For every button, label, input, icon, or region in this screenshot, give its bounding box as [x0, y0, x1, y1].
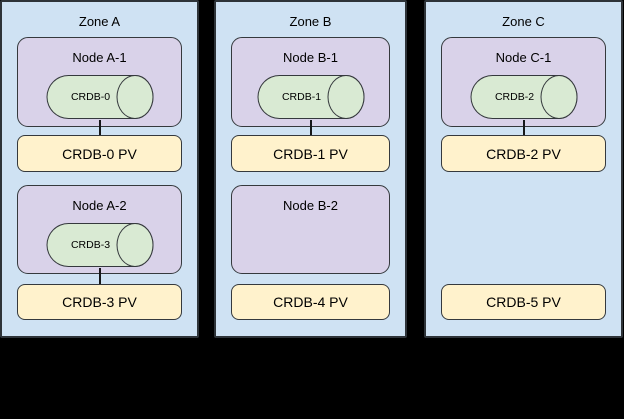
zone-a: Zone A Node A-1 CRDB-0 CRDB-0 PV Node A-…	[0, 0, 199, 338]
node-b-1-title: Node B-1	[283, 50, 338, 65]
pv-crdb-2: CRDB-2 PV	[441, 135, 606, 172]
node-a-1-title: Node A-1	[72, 50, 127, 65]
cylinder-end-ellipse	[540, 75, 577, 119]
cylinder-crdb-0: CRDB-0	[46, 75, 153, 119]
connector-node-c1-to-pv	[522, 120, 525, 136]
zone-b: Zone B Node B-1 CRDB-1 CRDB-1 PV Node B-…	[214, 0, 407, 338]
connector-node-a2-to-pv	[98, 268, 101, 285]
node-a-2: Node A-2 CRDB-3	[17, 185, 182, 274]
cylinder-crdb-3: CRDB-3	[46, 223, 153, 267]
connector-node-a1-to-pv	[98, 120, 101, 136]
node-a-1: Node A-1 CRDB-0	[17, 37, 182, 127]
pv-crdb-0: CRDB-0 PV	[17, 135, 182, 172]
cylinder-crdb-2-label: CRDB-2	[494, 91, 535, 103]
node-b-2-title: Node B-2	[283, 198, 338, 213]
cylinder-end-ellipse	[116, 75, 153, 119]
zone-c: Zone C Node C-1 CRDB-2 CRDB-2 PV CRDB-5 …	[424, 0, 623, 338]
node-b-1: Node B-1 CRDB-1	[231, 37, 390, 127]
cylinder-crdb-3-label: CRDB-3	[70, 239, 111, 251]
zone-c-title: Zone C	[502, 14, 545, 29]
pv-crdb-4: CRDB-4 PV	[231, 284, 390, 320]
node-c-1-title: Node C-1	[495, 50, 552, 65]
connector-node-b1-to-pv	[309, 120, 312, 136]
pv-crdb-3: CRDB-3 PV	[17, 284, 182, 320]
cylinder-end-ellipse	[327, 75, 364, 119]
node-b-2: Node B-2	[231, 185, 390, 274]
cylinder-crdb-0-label: CRDB-0	[70, 91, 111, 103]
zone-b-title: Zone B	[289, 14, 332, 29]
cylinder-crdb-1: CRDB-1	[257, 75, 364, 119]
cylinder-end-ellipse	[116, 223, 153, 267]
cylinder-crdb-1-label: CRDB-1	[281, 91, 322, 103]
pv-crdb-5: CRDB-5 PV	[441, 284, 606, 320]
cylinder-crdb-2: CRDB-2	[470, 75, 577, 119]
zone-a-title: Zone A	[78, 14, 121, 29]
node-c-1: Node C-1 CRDB-2	[441, 37, 606, 127]
node-a-2-title: Node A-2	[72, 198, 127, 213]
pv-crdb-1: CRDB-1 PV	[231, 135, 390, 172]
